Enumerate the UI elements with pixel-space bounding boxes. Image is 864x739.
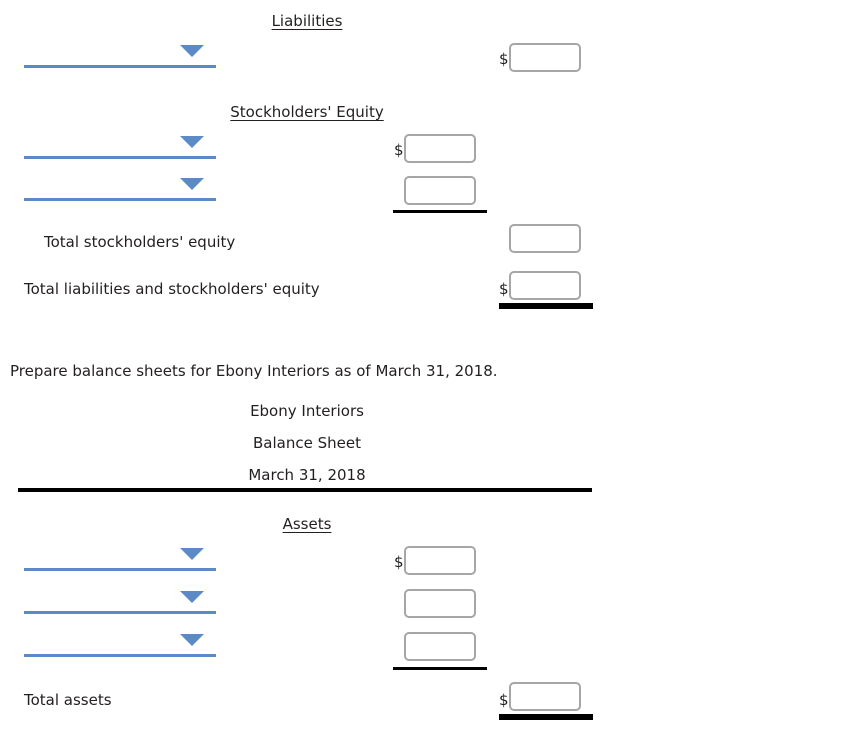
liability-account-select-1[interactable] [24,38,216,68]
instruction-text: Prepare balance sheets for Ebony Interio… [10,362,498,380]
total-assets-double-rule [499,714,593,720]
company-name: Ebony Interiors [250,402,364,420]
asset-amount-input-3[interactable] [404,632,476,661]
assets-heading: Assets [282,515,332,533]
asset-account-select-3[interactable] [24,627,216,657]
total-liabilities-and-equity-dollar-sign: $ [499,280,509,298]
liability-amount-input-1[interactable] [509,43,581,72]
total-assets-input[interactable] [509,682,581,711]
asset-amount-input-1[interactable] [404,546,476,575]
total-assets-dollar-sign: $ [499,691,509,709]
asset-amount-input-2[interactable] [404,589,476,618]
statement-header-rule [18,488,592,492]
equity-amount-input-2[interactable] [404,176,476,205]
equity-dollar-sign-1: $ [394,141,404,159]
liability-dollar-sign-1: $ [499,50,509,68]
equity-subtotal-rule [393,210,487,213]
total-stockholders-equity-label: Total stockholders' equity [44,233,236,251]
total-liabilities-and-equity-double-rule [499,303,593,309]
equity-account-select-2[interactable] [24,171,216,201]
equity-amount-input-1[interactable] [404,134,476,163]
assets-subtotal-rule [393,667,487,670]
statement-date: March 31, 2018 [248,466,366,484]
asset-account-select-1[interactable] [24,541,216,571]
asset-account-select-2[interactable] [24,584,216,614]
statement-name: Balance Sheet [253,434,361,452]
liabilities-heading: Liabilities [271,12,343,30]
total-liabilities-and-equity-input[interactable] [509,271,581,300]
total-assets-label: Total assets [24,691,112,709]
total-liabilities-and-equity-label: Total liabilities and stockholders' equi… [24,280,320,298]
equity-account-select-1[interactable] [24,129,216,159]
total-stockholders-equity-input[interactable] [509,224,581,253]
asset-dollar-sign-1: $ [394,553,404,571]
stockholders-equity-heading: Stockholders' Equity [230,103,384,121]
